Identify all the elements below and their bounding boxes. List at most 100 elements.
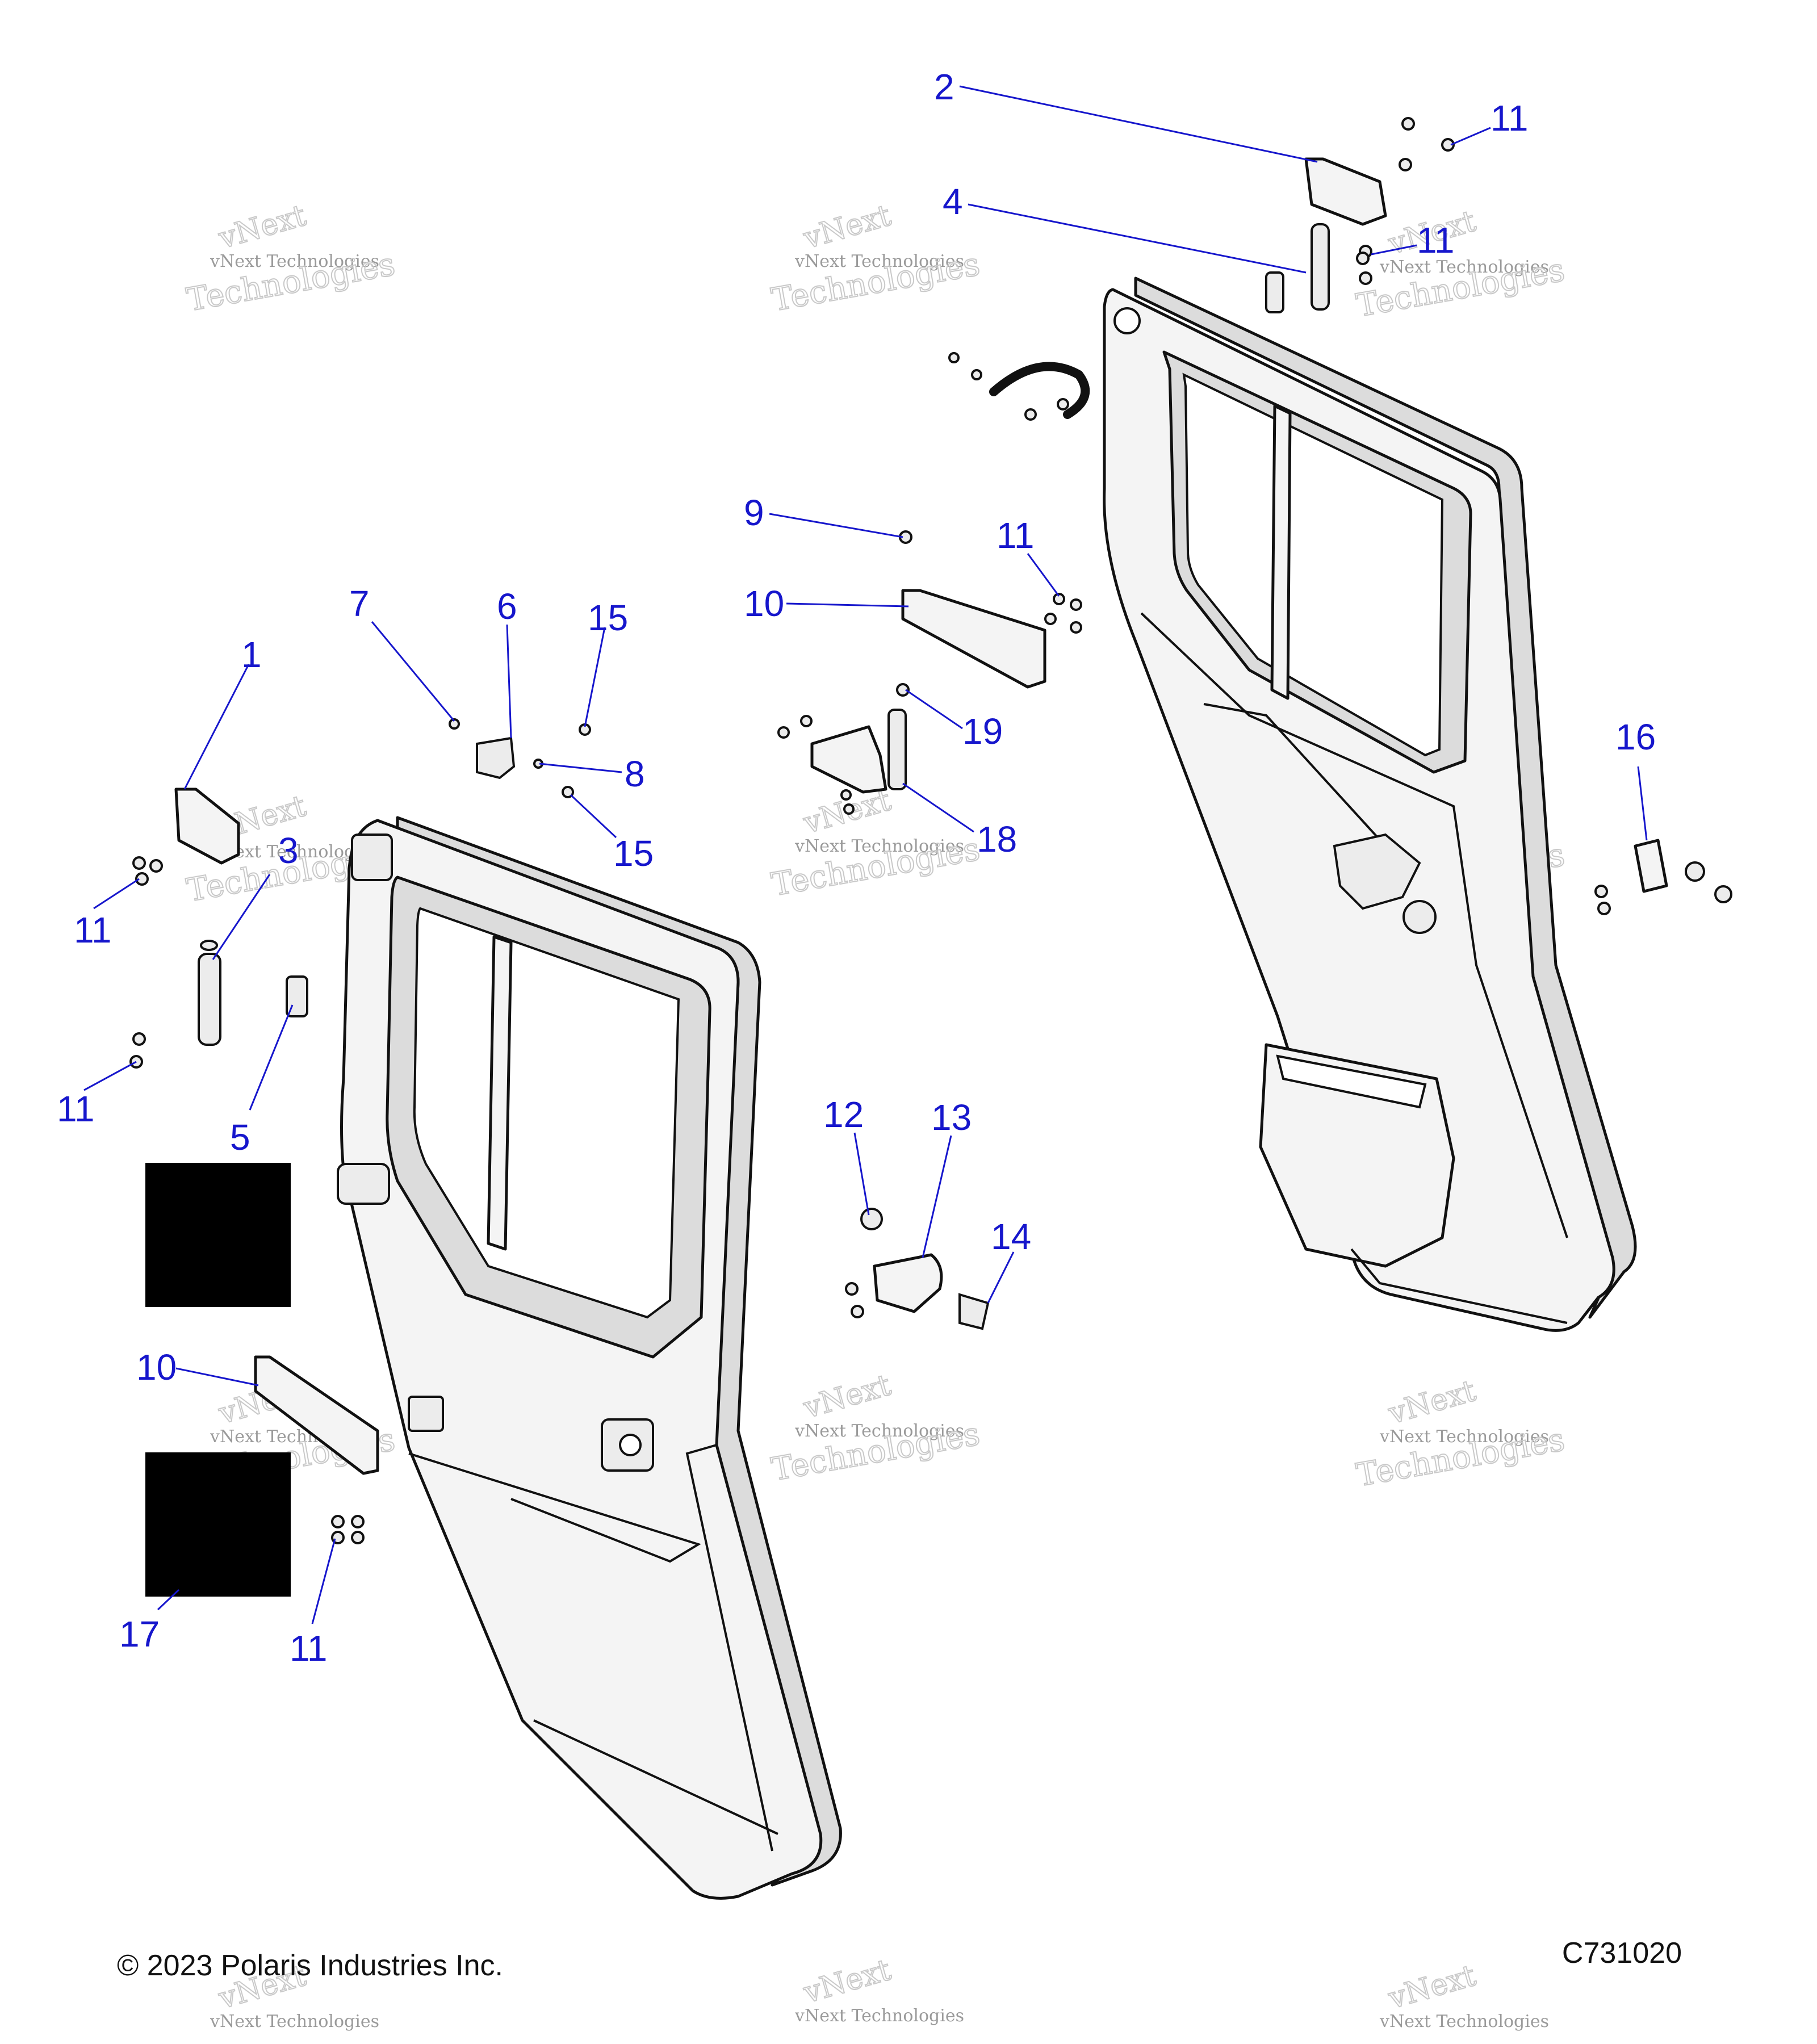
bolt <box>800 715 813 727</box>
bolt <box>1597 902 1611 915</box>
nut <box>843 803 855 815</box>
bolt <box>1070 621 1082 634</box>
svg-text:vNext Technologies: vNext Technologies <box>210 2012 379 2032</box>
callout-11-front-mid: 11 <box>57 1088 94 1129</box>
callout-19: 19 <box>962 711 1003 752</box>
callout-11-upper-right: 11 <box>1491 98 1528 139</box>
small-parts <box>129 117 1732 1544</box>
watermark: vNext vNext Technologies Technologies <box>768 1368 983 1489</box>
callout-7: 7 <box>349 583 370 624</box>
bolt <box>1594 885 1608 898</box>
svg-text:vNext: vNext <box>799 199 894 256</box>
bolt <box>1024 408 1037 421</box>
leader-line-11d <box>93 878 140 910</box>
rear-door-hinge-hole <box>1113 307 1141 334</box>
leader-line-8 <box>539 763 622 773</box>
bolt <box>132 856 146 870</box>
drawing-code: C731020 <box>1561 1937 1682 1970</box>
callout-10-front: 10 <box>136 1347 177 1388</box>
bolt <box>135 872 149 886</box>
callout-15-lower: 15 <box>613 833 654 874</box>
leader-line-4 <box>968 203 1307 274</box>
front-door-lower-crease <box>533 1719 778 1835</box>
leader-line-5 <box>249 1004 294 1111</box>
screw <box>562 786 574 798</box>
leader-line-17 <box>157 1589 180 1611</box>
front-door-bolt-pattern <box>408 1396 444 1432</box>
door-hook <box>989 362 1090 419</box>
striker-rear-bolt <box>1685 861 1705 882</box>
bolt <box>851 1305 864 1318</box>
bolt <box>1044 613 1057 625</box>
hinge-bracket-rear <box>810 725 887 794</box>
leader-line-11b <box>1371 244 1417 256</box>
callout-6: 6 <box>497 586 517 627</box>
callout-11-rear-hinge: 11 <box>1417 220 1454 261</box>
svg-text:vNext Technologies: vNext Technologies <box>1379 1427 1549 1447</box>
bolt <box>1399 158 1412 171</box>
striker-bolt <box>958 1293 990 1330</box>
leader-line-19 <box>905 689 963 730</box>
leader-line-11e <box>83 1061 137 1091</box>
striker-rear-nut <box>1714 885 1732 903</box>
front-door-window-glass <box>413 907 680 1319</box>
bolt <box>1053 593 1065 605</box>
upper-hinge-front <box>174 788 240 865</box>
leader-line-12 <box>853 1132 870 1216</box>
bolt <box>845 1282 859 1296</box>
upper-hinge-rear <box>1304 157 1387 226</box>
bolt <box>149 859 163 873</box>
callout-13: 13 <box>931 1097 972 1138</box>
bolt <box>132 1032 146 1046</box>
lower-hinge-front <box>254 1355 379 1475</box>
callout-14: 14 <box>991 1216 1031 1257</box>
rear-door-window-glass <box>1182 372 1444 757</box>
leader-line-11f <box>311 1538 336 1624</box>
nut <box>840 789 852 801</box>
callout-11-front-upper: 11 <box>74 910 111 950</box>
svg-text:vNext: vNext <box>799 1368 894 1426</box>
svg-text:vNext: vNext <box>1384 1374 1479 1431</box>
callout-10-rear: 10 <box>744 583 784 624</box>
callout-2: 2 <box>934 66 954 107</box>
rear-door-edge <box>1134 277 1637 1319</box>
rear-door-latch-bolt <box>1402 900 1437 934</box>
callout-3: 3 <box>278 830 299 871</box>
leader-line-13 <box>922 1135 952 1258</box>
watermark: vNext vNext Technologies Technologies <box>183 198 398 320</box>
nut <box>948 352 960 363</box>
watermark: vNext vNext Technologies Technologies <box>768 783 983 904</box>
watermark: vNext vNext Technologies <box>1379 1958 1549 2032</box>
watermark: vNext vNext Technologies Technologies <box>1353 1373 1568 1495</box>
leader-line-10b <box>175 1367 259 1387</box>
svg-text:vNext Technologies: vNext Technologies <box>1379 257 1549 277</box>
callout-11-rear-lower: 11 <box>997 515 1034 556</box>
leader-line-9 <box>769 513 903 538</box>
front-door-hinge-pad <box>351 833 393 881</box>
callout-15-upper: 15 <box>588 597 628 638</box>
leader-line-10a <box>786 602 909 608</box>
lower-hinge-rear <box>901 589 1046 689</box>
callout-12: 12 <box>823 1094 864 1135</box>
leader-line-15a <box>584 627 606 727</box>
leader-line-15b <box>570 794 617 839</box>
nut <box>971 369 982 380</box>
bolt <box>351 1531 365 1544</box>
bolt <box>1401 117 1415 131</box>
leader-line-3 <box>212 874 271 960</box>
callout-4: 4 <box>943 181 963 222</box>
bolt <box>331 1515 345 1528</box>
rear-door-pocket-opening <box>1276 1054 1427 1109</box>
svg-text:vNext Technologies: vNext Technologies <box>794 836 964 856</box>
leader-line-1 <box>183 664 250 790</box>
callout-16: 16 <box>1615 717 1656 757</box>
fasteners <box>129 117 1611 1544</box>
rear-door-lower-trim <box>1350 1248 1568 1324</box>
nut <box>449 718 460 730</box>
leader-line-11a <box>1450 127 1491 146</box>
striker-rear <box>1634 839 1668 893</box>
rear-door-assembly <box>1103 277 1637 1332</box>
hinge-washer-front <box>200 940 218 951</box>
bolt <box>1070 598 1082 611</box>
leader-line-18 <box>902 782 974 833</box>
